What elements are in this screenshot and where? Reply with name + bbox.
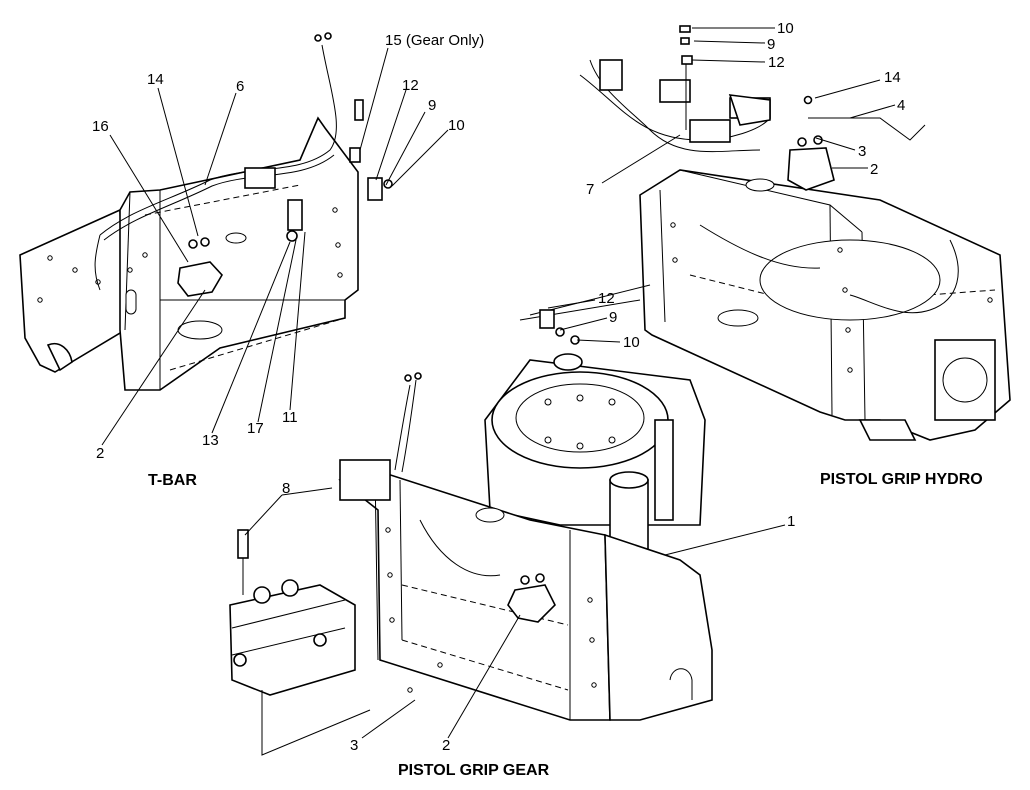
hydro-callout-7: 7 [586,181,594,198]
hydro-leaders [547,27,896,343]
hydro-callout-9b: 9 [609,309,617,326]
tbar-wiring-harness [94,32,364,291]
hydro-callout-12: 12 [768,54,785,71]
hydro-callout-14: 14 [884,69,901,86]
gear-view [229,353,713,756]
hydro-callout-2: 2 [870,161,878,178]
tbar-callout-17: 17 [247,420,264,437]
gear-callout-2: 2 [442,737,450,754]
tbar-callout-13: 13 [202,432,219,449]
hydro-lower-switch [539,309,580,345]
tbar-solenoid [177,237,223,297]
tbar-frame [19,116,359,391]
hydro-title: PISTOL GRIP HYDRO [820,471,983,488]
hydro-callout-10: 10 [777,20,794,37]
tbar-callout-9: 9 [428,97,436,114]
hydro-solenoid [787,95,926,191]
tbar-switch-assembly [286,177,393,242]
gear-solenoid [507,573,556,623]
hydro-callout-12b: 12 [598,290,615,307]
tbar-view [19,32,393,391]
hydro-callout-4: 4 [897,97,905,114]
tbar-callout-14: 14 [147,71,164,88]
gear-starter-motor [229,529,371,756]
gear-wiring-harness [339,372,501,577]
gear-title: PISTOL GRIP GEAR [398,762,550,779]
tbar-callout-16: 16 [92,118,109,135]
tbar-callout-12: 12 [402,77,419,94]
gear-frame [338,469,713,721]
hydro-view [519,25,1011,441]
gear-callout-1: 1 [787,513,795,530]
hydro-callout-3: 3 [858,143,866,160]
tbar-callout-11: 11 [282,409,298,426]
hydro-callout-10b: 10 [623,334,640,351]
gear-leaders [244,487,786,739]
tbar-title: T-BAR [148,472,197,489]
tbar-leaders [101,47,449,446]
tbar-callout-10: 10 [448,117,465,134]
hydro-callout-9: 9 [767,36,775,53]
tbar-callout-2: 2 [96,445,104,462]
hydro-frame [519,169,1011,441]
hydro-wiring-harness [579,59,959,314]
gear-engine [484,353,706,601]
hydro-switch-stack [679,25,693,130]
tbar-callout-6: 6 [236,78,244,95]
gear-callout-3: 3 [350,737,358,754]
tbar-callout-15: 15 (Gear Only) [385,32,484,49]
gear-callout-8: 8 [282,480,290,497]
